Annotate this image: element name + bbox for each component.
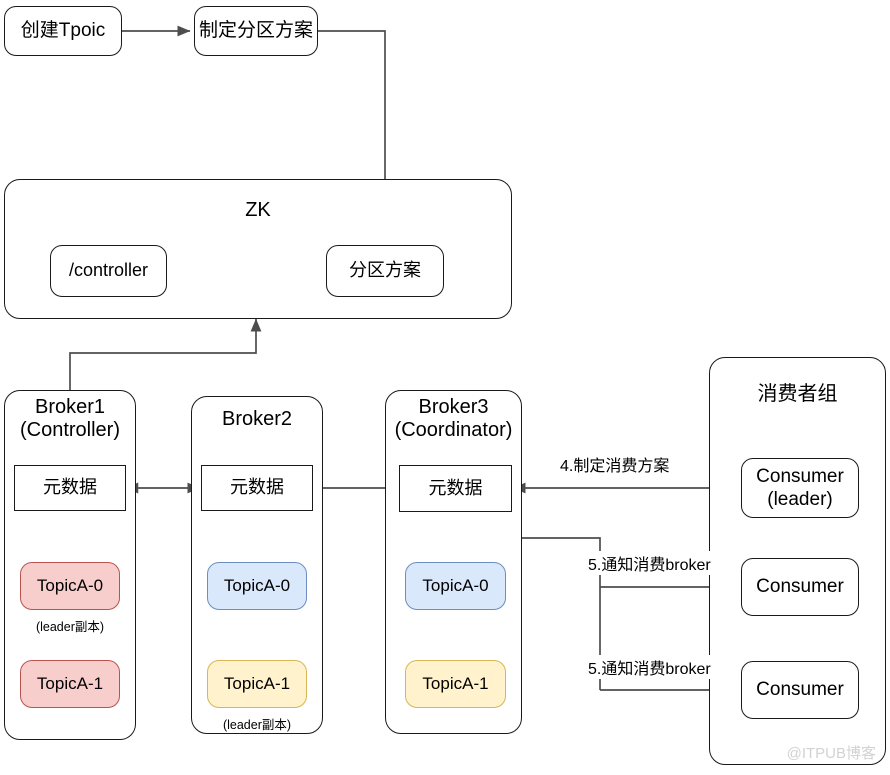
broker1-topic-0[interactable]: TopicA-0 xyxy=(20,562,120,610)
broker2-topic-0[interactable]: TopicA-0 xyxy=(207,562,307,610)
consumer-group-title: 消费者组 xyxy=(757,383,838,405)
consumer-3-label: Consumer xyxy=(756,679,844,701)
node-make-partition-plan-label: 制定分区方案 xyxy=(198,20,313,42)
wire-broker1-to-zk xyxy=(69,318,262,390)
broker2-metadata[interactable]: 元数据 xyxy=(201,465,313,511)
broker1-topic-1-label: TopicA-1 xyxy=(36,673,104,693)
consumer-leader[interactable]: Consumer (leader) xyxy=(741,458,859,518)
broker3-topic-1[interactable]: TopicA-1 xyxy=(405,660,506,708)
broker2-metadata-label: 元数据 xyxy=(230,477,284,498)
broker1-topic-1[interactable]: TopicA-1 xyxy=(20,660,120,708)
broker2-title: Broker2 xyxy=(221,408,293,430)
zk-node-partition-plan-label: 分区方案 xyxy=(349,260,421,281)
zk-node-controller[interactable]: /controller xyxy=(50,245,167,297)
broker1-topic-0-label: TopicA-0 xyxy=(36,575,104,595)
edge-label-notify-broker-2: 5.通知消费broker xyxy=(586,655,713,679)
consumer-2[interactable]: Consumer xyxy=(741,558,859,616)
consumer-3[interactable]: Consumer xyxy=(741,661,859,719)
zk-node-partition-plan[interactable]: 分区方案 xyxy=(326,245,444,297)
edge-label-notify-broker-1: 5.通知消费broker xyxy=(586,551,713,575)
node-create-topic[interactable]: 创建Tpoic xyxy=(4,6,122,56)
broker1-metadata-label: 元数据 xyxy=(43,477,97,498)
broker2-topic-1-note: (leader副本) xyxy=(222,718,292,732)
node-make-partition-plan[interactable]: 制定分区方案 xyxy=(194,6,318,56)
broker3-metadata[interactable]: 元数据 xyxy=(399,465,512,512)
broker1-metadata[interactable]: 元数据 xyxy=(14,465,126,511)
zk-title: ZK xyxy=(245,199,271,221)
broker1-topic-0-note: (leader副本) xyxy=(35,620,105,634)
broker3-topic-0-label: TopicA-0 xyxy=(422,575,489,595)
node-create-topic-label: 创建Tpoic xyxy=(20,20,106,42)
broker3-metadata-label: 元数据 xyxy=(428,477,483,498)
broker2-topic-1-label: TopicA-1 xyxy=(223,673,291,693)
broker3-topic-0[interactable]: TopicA-0 xyxy=(405,562,506,610)
zk-node-controller-label: /controller xyxy=(68,260,149,281)
broker2-topic-1[interactable]: TopicA-1 xyxy=(207,660,307,708)
broker1-title: Broker1 (Controller) xyxy=(19,396,121,441)
broker3-topic-1-label: TopicA-1 xyxy=(422,673,489,693)
broker3-title: Broker3 (Coordinator) xyxy=(394,396,513,441)
broker2-topic-0-label: TopicA-0 xyxy=(223,575,291,595)
consumer-2-label: Consumer xyxy=(756,576,844,598)
edge-label-make-consume-plan: 4.制定消费方案 xyxy=(558,452,672,476)
watermark: @ITPUB博客 xyxy=(786,745,876,762)
consumer-leader-label: Consumer (leader) xyxy=(756,465,844,510)
